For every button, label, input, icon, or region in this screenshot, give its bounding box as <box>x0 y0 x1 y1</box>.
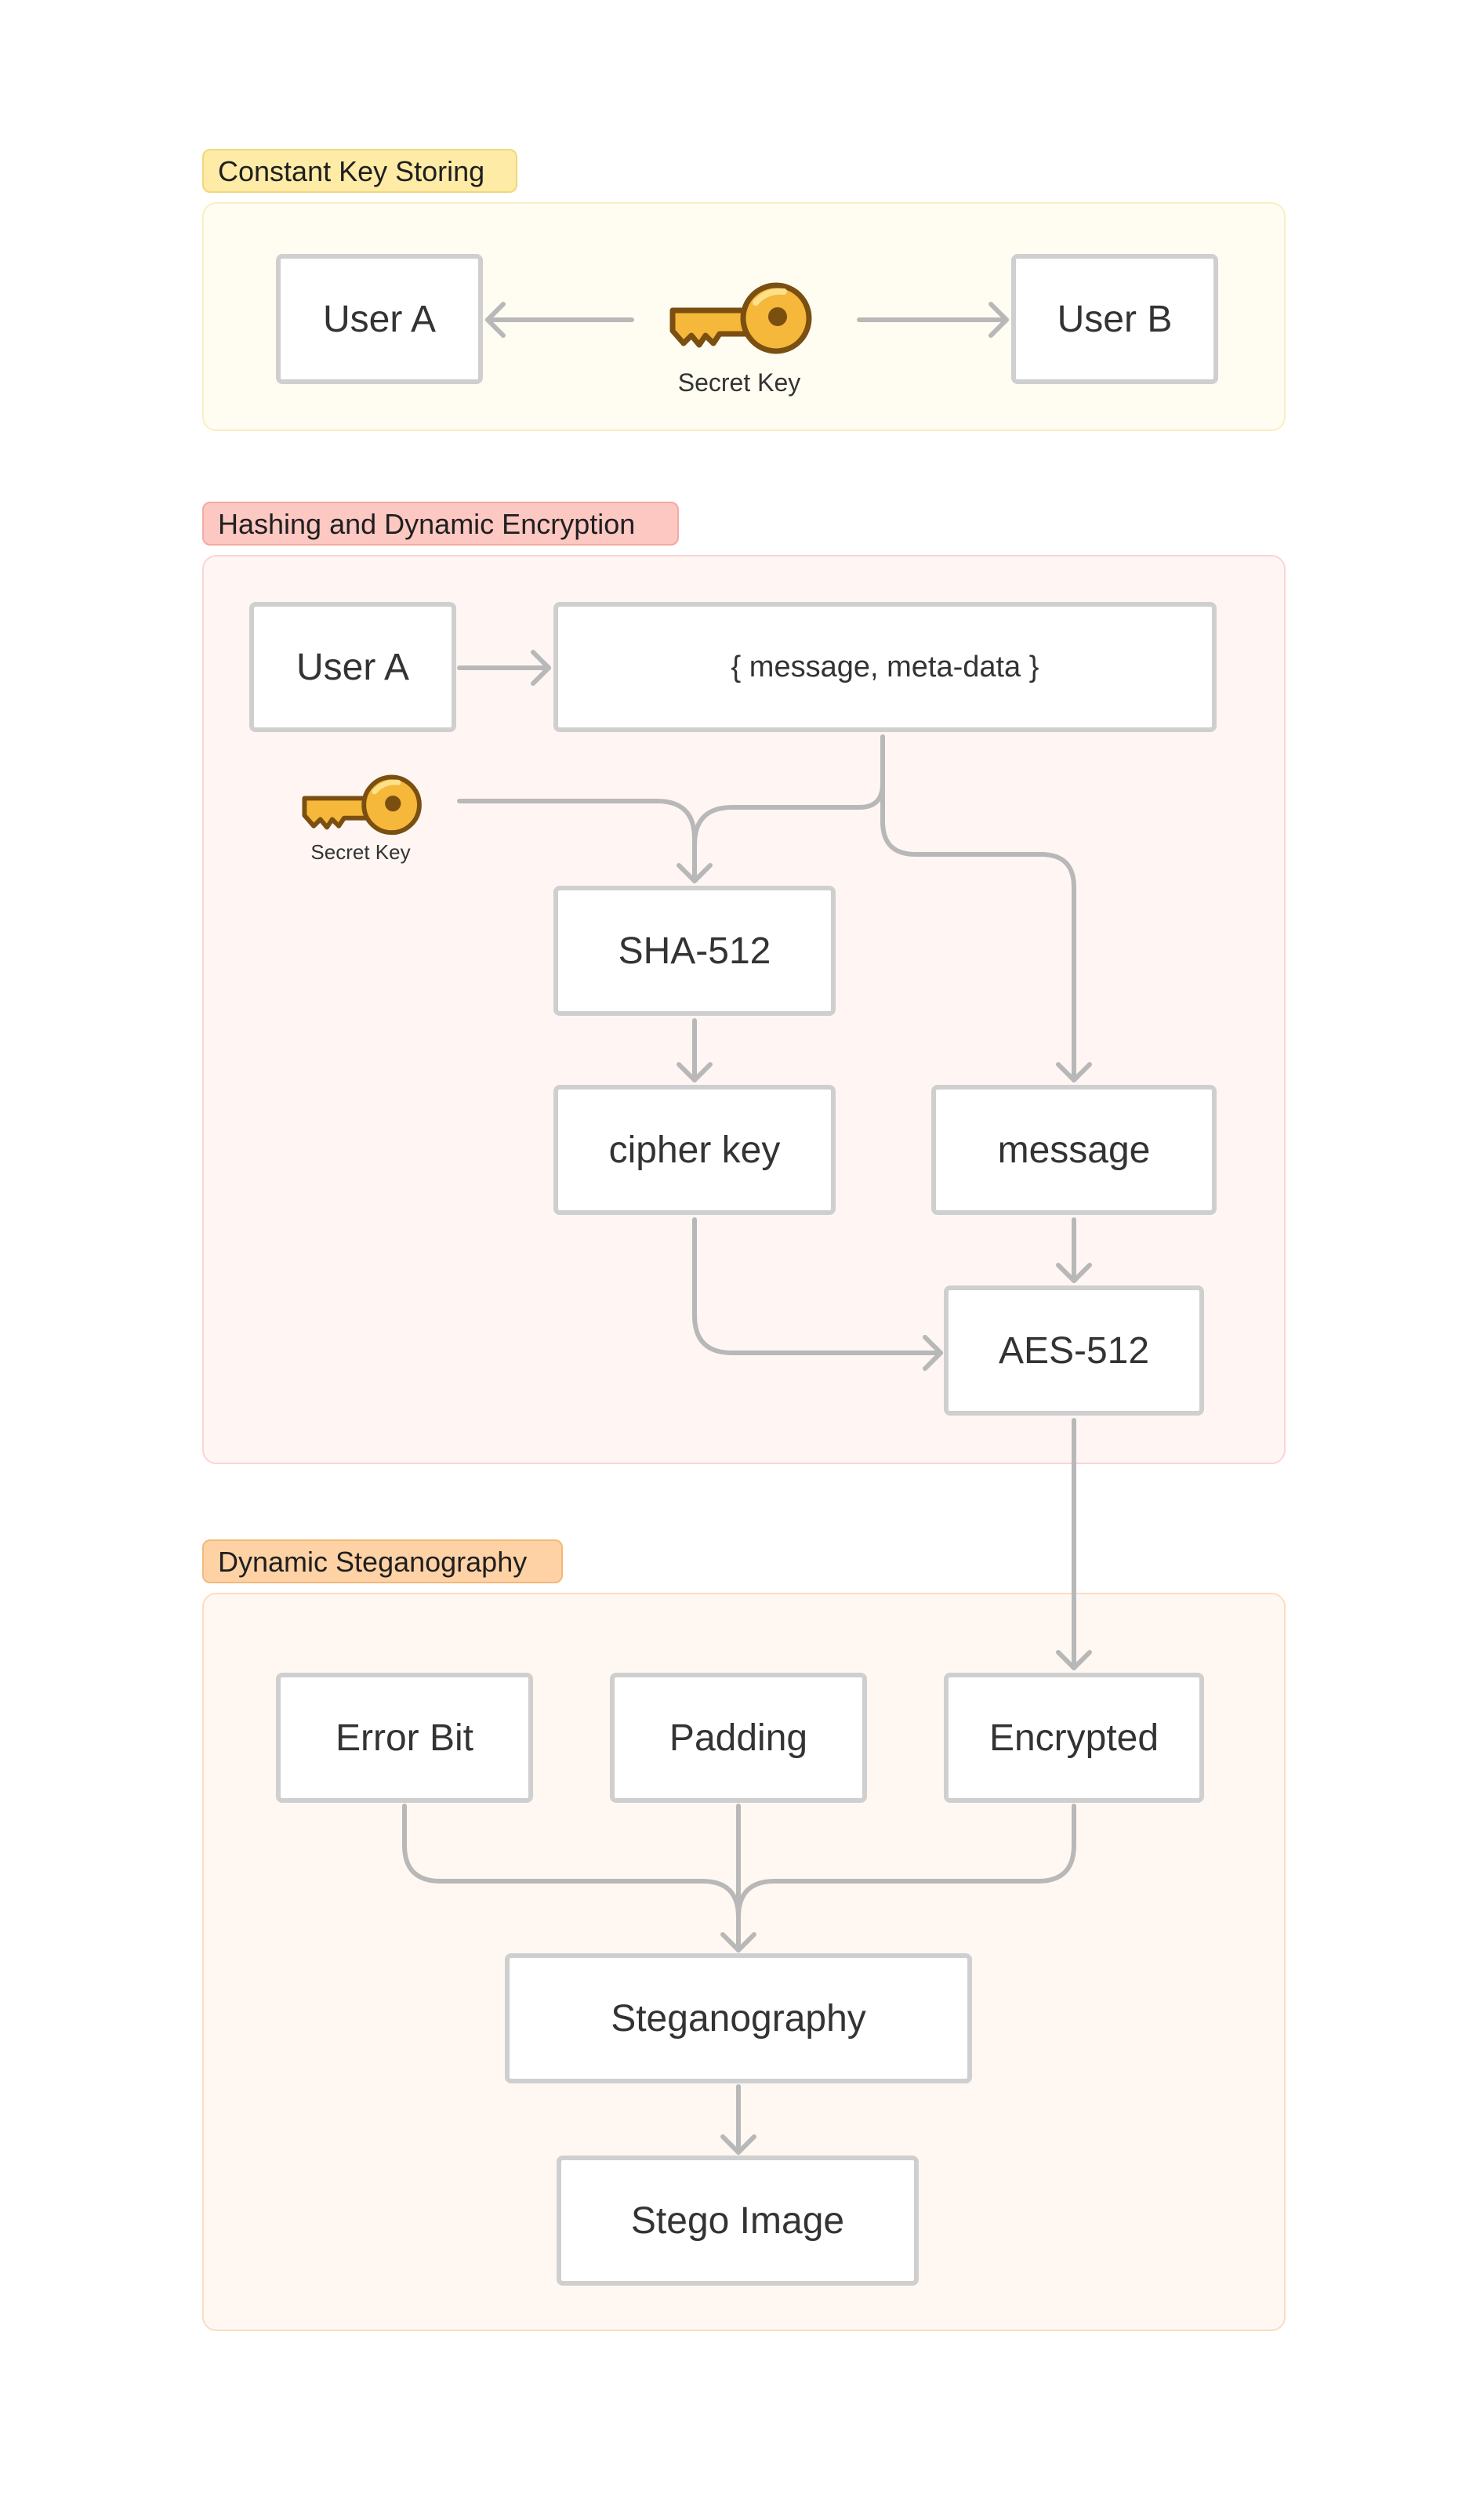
node-padding: Padding <box>610 1673 867 1803</box>
key-label-hashing: Secret Key <box>310 840 411 864</box>
node-message-metadata: { message, meta-data } <box>553 602 1217 732</box>
node-aes-512: AES-512 <box>944 1285 1204 1416</box>
node-encrypted: Encrypted <box>944 1673 1204 1803</box>
key-icon <box>665 273 814 362</box>
node-sha-512: SHA-512 <box>553 886 836 1016</box>
node-steganography: Steganography <box>505 1953 972 2083</box>
section-title-steganography: Dynamic Steganography <box>202 1539 563 1583</box>
node-user-a-constant: User A <box>276 254 483 384</box>
node-message: message <box>931 1085 1217 1215</box>
section-title-hashing: Hashing and Dynamic Encryption <box>202 502 679 546</box>
node-user-a-hashing: User A <box>249 602 456 732</box>
key-icon-small <box>298 767 423 842</box>
node-cipher-key: cipher key <box>553 1085 836 1215</box>
node-stego-image: Stego Image <box>557 2156 919 2286</box>
node-user-b: User B <box>1011 254 1218 384</box>
section-title-constant-key-storing: Constant Key Storing <box>202 149 517 193</box>
key-label-constant: Secret Key <box>677 368 801 397</box>
node-error-bit: Error Bit <box>276 1673 533 1803</box>
